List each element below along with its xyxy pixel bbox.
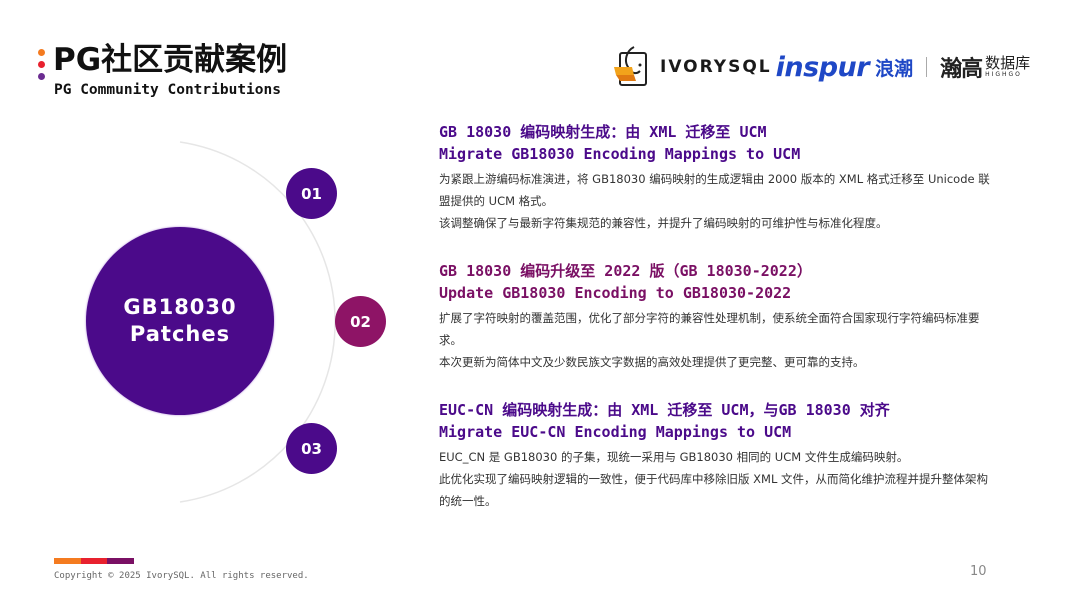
item-desc: 此优化实现了编码映射逻辑的一致性，便于代码库中移除旧版 XML 文件，从而简化维… (439, 472, 989, 508)
item-desc: EUC_CN 是 GB18030 的子集，现统一采用与 GB18030 相同的 … (439, 450, 909, 464)
page-title: PG社区贡献案例 (53, 42, 288, 78)
item-desc: 为紧跟上游编码标准演进，将 GB18030 编码映射的生成逻辑由 2000 版本… (439, 172, 990, 208)
center-label-line1: GB18030 (123, 295, 237, 319)
item-title-en: Migrate GB18030 Encoding Mappings to UCM (439, 145, 801, 163)
highgo-logo-text: 瀚高 (940, 57, 983, 82)
bar-orange (54, 558, 81, 564)
item-desc: 该调整确保了与最新字符集规范的兼容性，并提升了编码映射的可维护性与标准化程度。 (439, 216, 888, 230)
center-label-line2: Patches (129, 322, 231, 346)
item-title-en: Update GB18030 Encoding to GB18030-2022 (439, 284, 792, 302)
footer-color-bar (54, 558, 135, 564)
center-circle: GB18030 Patches (86, 227, 274, 415)
contribution-item-1: GB 18030 编码映射生成：由 XML 迁移至 UCM Migrate GB… (439, 121, 999, 234)
item-desc: 本次更新为简体中文及少数民族文字数据的高效处理提供了更完整、更可靠的支持。 (439, 355, 865, 369)
highgo-logo-sub: 数据库 HIGHGO (985, 55, 1030, 79)
item-title-zh: GB 18030 编码升级至 2022 版（GB 18030-2022） (439, 262, 812, 280)
dot-red (38, 61, 45, 68)
bar-purple (107, 558, 135, 564)
ivorysql-elephant-icon (614, 46, 647, 86)
dot-purple (38, 73, 45, 80)
item-title-zh: GB 18030 编码映射生成：由 XML 迁移至 UCM (439, 123, 767, 141)
page-subtitle: PG Community Contributions (54, 82, 281, 98)
inspur-logo-text: inspur (775, 51, 870, 83)
item-title-en: Migrate EUC-CN Encoding Mappings to UCM (439, 423, 792, 441)
partner-logos: IVORYSQL inspur 浪潮 瀚高 数据库 HIGHGO (612, 43, 1030, 91)
highgo-logo-en: HIGHGO (985, 71, 1022, 78)
step-badge-03: 03 (286, 423, 337, 474)
dot-orange (38, 49, 45, 56)
page-number: 10 (970, 564, 987, 579)
contribution-item-3: EUC-CN 编码映射生成：由 XML 迁移至 UCM，与GB 18030 对齐… (439, 399, 999, 512)
bar-red (80, 558, 108, 564)
step-badge-01: 01 (286, 168, 337, 219)
step-badge-02: 02 (335, 296, 386, 347)
highgo-logo-zh: 数据库 (985, 54, 1031, 72)
item-desc: 扩展了字符映射的覆盖范围，优化了部分字符的兼容性处理机制，使系统全面符合国家现行… (439, 311, 980, 347)
contribution-item-2: GB 18030 编码升级至 2022 版（GB 18030-2022） Upd… (439, 260, 999, 373)
logo-divider (926, 57, 928, 77)
inspur-logo-zh: 浪潮 (875, 57, 914, 80)
ivorysql-logo-text: IVORYSQL (660, 57, 772, 77)
copyright-text: Copyright © 2025 IvorySQL. All rights re… (54, 571, 309, 581)
title-dots (38, 49, 46, 85)
item-title-zh: EUC-CN 编码映射生成：由 XML 迁移至 UCM，与GB 18030 对齐 (439, 401, 890, 419)
